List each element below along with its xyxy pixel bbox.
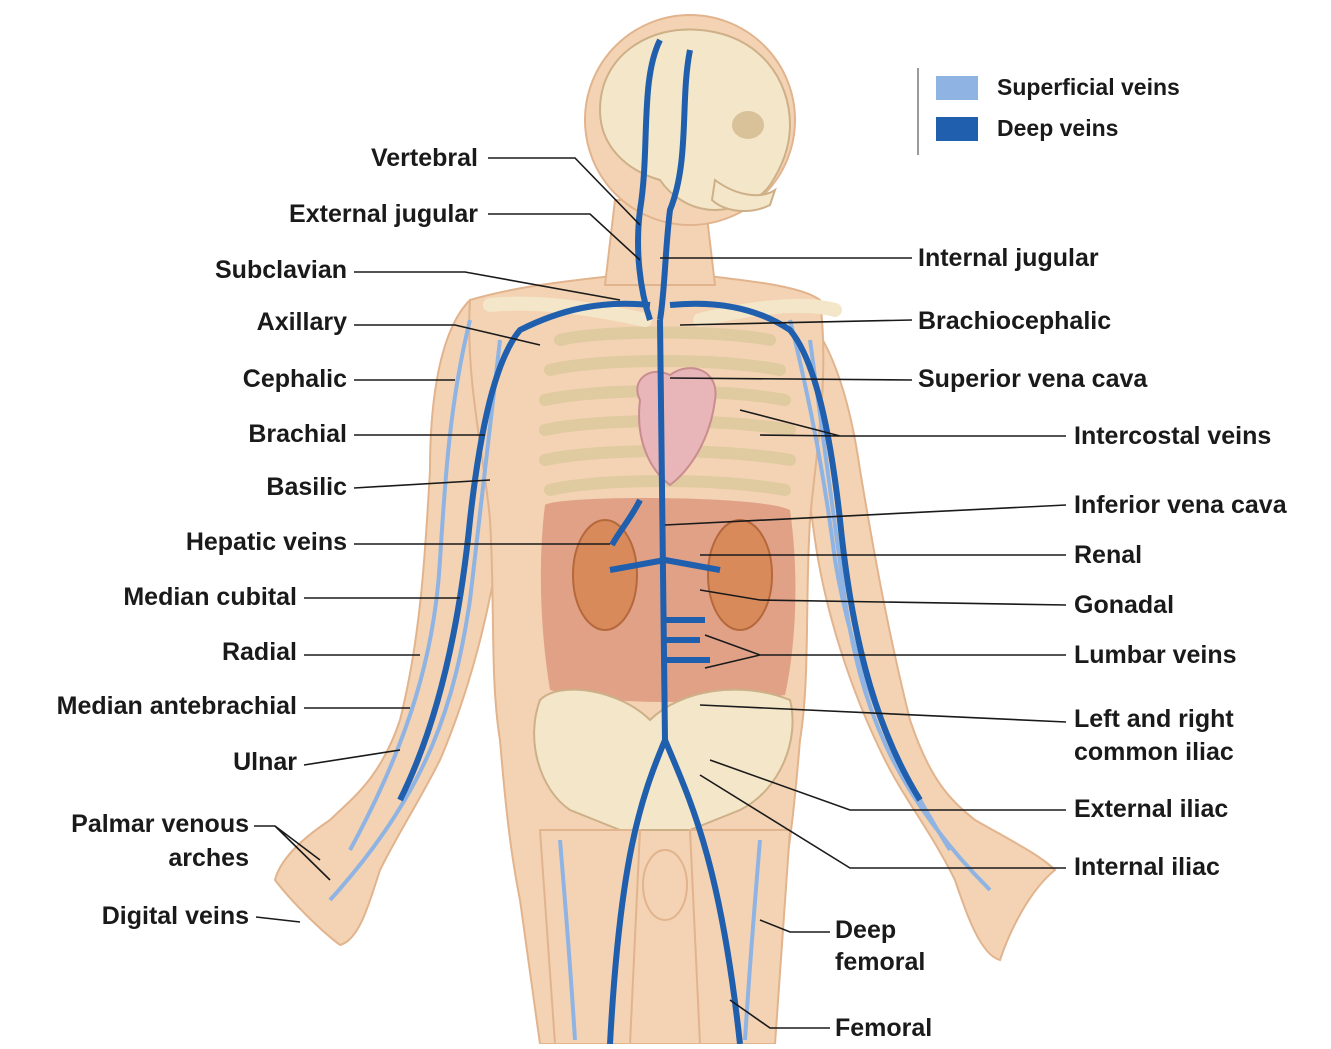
label-axillary: Axillary [257,306,347,338]
label-digital-veins: Digital veins [102,900,249,932]
legend-swatch-deep [936,117,978,141]
label-superior-vena-cava: Superior vena cava [918,363,1147,395]
left-leg [540,830,640,1044]
label-lumbar-veins: Lumbar veins [1074,639,1237,671]
label-cephalic: Cephalic [243,363,347,395]
label-intercostal-veins: Intercostal veins [1074,420,1271,452]
legend-label-deep: Deep veins [997,115,1118,141]
label-internal-iliac: Internal iliac [1074,851,1220,883]
label-basilic: Basilic [266,471,347,503]
label-external-jugular: External jugular [289,198,478,230]
eye-socket [732,111,764,139]
label-internal-jugular: Internal jugular [918,242,1099,274]
label-hepatic-veins: Hepatic veins [186,526,347,558]
label-deep-femoral-line2: femoral [835,946,925,978]
label-vertebral: Vertebral [371,142,478,174]
label-radial: Radial [222,636,297,668]
right-leg [690,830,790,1044]
label-femoral: Femoral [835,1012,932,1044]
legend-swatch-superficial [936,76,978,100]
label-brachial: Brachial [248,418,347,450]
label-common-iliac-line2: common iliac [1074,736,1234,768]
kidney-left [573,520,637,630]
label-ulnar: Ulnar [233,746,297,778]
kidney-right [708,520,772,630]
label-inferior-vena-cava: Inferior vena cava [1074,489,1287,521]
label-median-cubital: Median cubital [123,581,297,613]
label-common-iliac-line1: Left and right [1074,703,1234,735]
label-renal: Renal [1074,539,1142,571]
label-subclavian: Subclavian [215,254,347,286]
label-palmar-venous-arches-line2: arches [168,842,249,874]
label-gonadal: Gonadal [1074,589,1174,621]
label-external-iliac: External iliac [1074,793,1228,825]
label-median-antebrachial: Median antebrachial [57,690,297,722]
label-deep-femoral-line1: Deep [835,914,896,946]
genitals [643,850,687,920]
label-brachiocephalic: Brachiocephalic [918,305,1111,337]
label-palmar-venous-arches-line1: Palmar venous [71,808,249,840]
legend-label-superficial: Superficial veins [997,74,1180,100]
